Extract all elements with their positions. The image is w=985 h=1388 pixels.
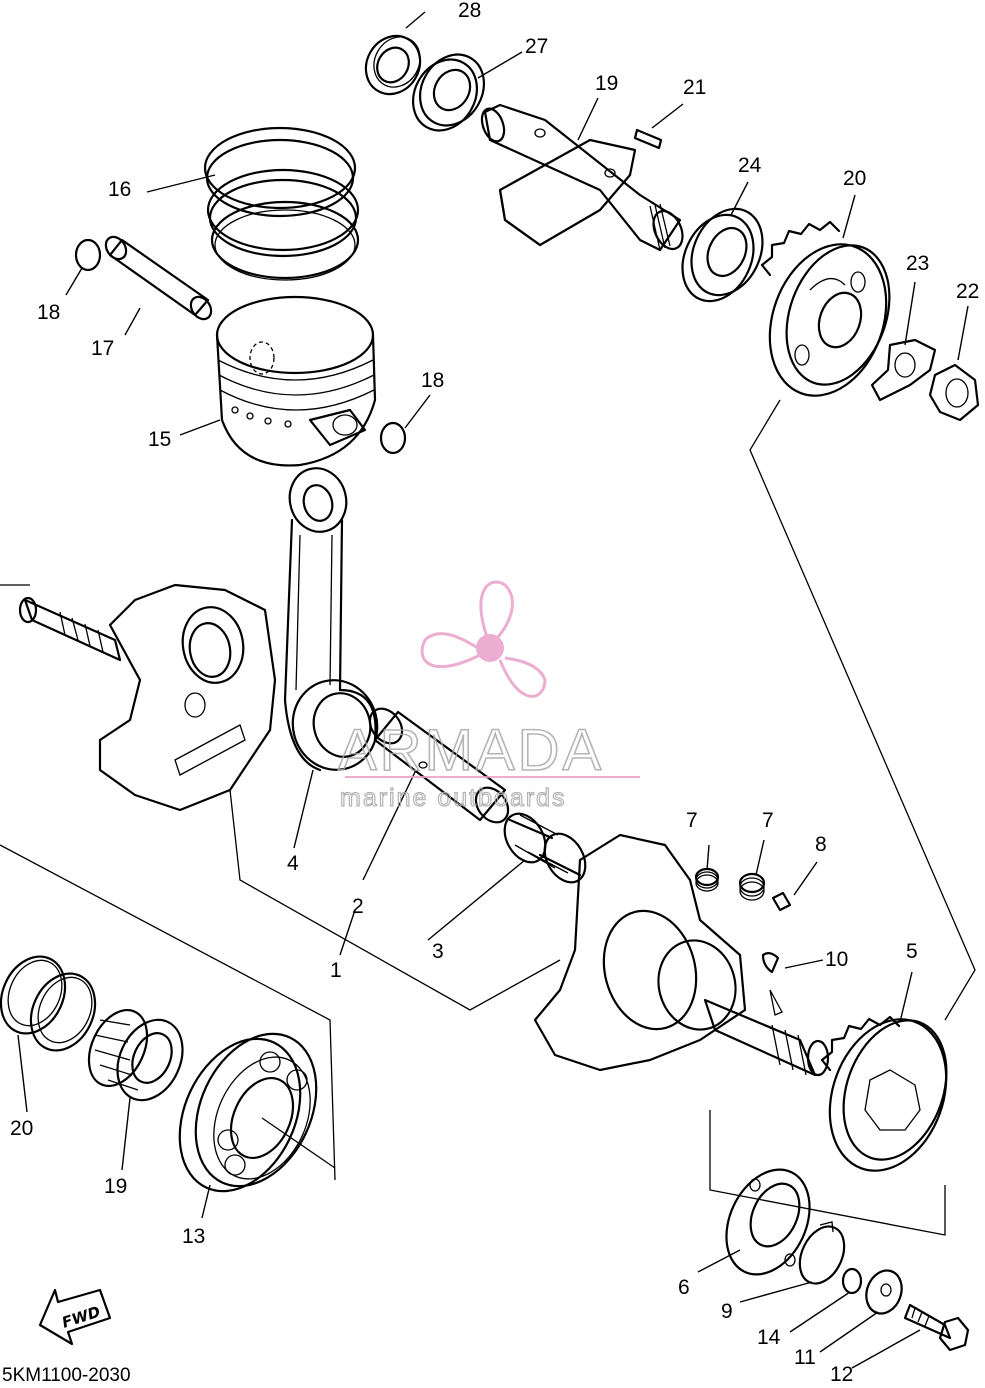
- callout-27: 27: [525, 35, 548, 58]
- part-18-circlip-left: [74, 238, 102, 272]
- part-8-plunger: [771, 891, 792, 912]
- callout-10: 10: [825, 948, 848, 971]
- part-1-crankshaft-left: [18, 583, 277, 812]
- callout-8: 8: [815, 833, 827, 856]
- callout-5: 5: [906, 940, 918, 963]
- callout-9: 9: [721, 1300, 733, 1323]
- part-11-washer: [865, 1269, 903, 1315]
- propeller-logo-icon: [420, 580, 547, 698]
- part-number-labels: 28 27 19 21 24 20 23 22 16 18 17 15 18 4…: [10, 0, 979, 1386]
- callout-11: 11: [794, 1346, 816, 1369]
- part-25-lock-washer: [870, 338, 937, 402]
- diagram-reference-code: 5KM1100-2030: [2, 1365, 131, 1383]
- part-19-spacer: [87, 1009, 184, 1102]
- callout-19: 19: [104, 1175, 127, 1198]
- part-17-piston-pin: [104, 235, 213, 321]
- callout-14: 13: [182, 1225, 205, 1248]
- callout-3: 3: [432, 940, 444, 963]
- part-12-bolt: [903, 1303, 970, 1352]
- part-5-gear: [820, 1015, 948, 1172]
- callout-15: 15: [148, 428, 171, 451]
- callout-25: 23: [906, 252, 929, 275]
- callout-23: 21: [683, 76, 706, 99]
- part-1-crankshaft-right: [533, 833, 830, 1077]
- part-20-shims: [0, 955, 97, 1052]
- leader-lines: [17, 11, 969, 1369]
- part-13-o-ring: [841, 1267, 863, 1295]
- callout-12: 12: [830, 1363, 853, 1383]
- callout-24: 22: [956, 280, 979, 303]
- callout-18-left: 18: [37, 301, 60, 324]
- part-2-crank-pin: [368, 707, 510, 824]
- part-14-bearing: [178, 1032, 336, 1193]
- part-18-circlip-right: [379, 421, 407, 455]
- callout-20: 20: [10, 1117, 33, 1140]
- callout-13: 14: [757, 1326, 781, 1349]
- part-21-balancer-shaft: [480, 103, 684, 252]
- watermark: ARMADA marine outboards: [337, 580, 640, 813]
- callout-4: 4: [287, 852, 299, 875]
- assembly-bracket-lines: [0, 399, 976, 1236]
- part-6-plate: [725, 1168, 811, 1276]
- part-7-spring-b: [738, 872, 766, 901]
- callout-17: 17: [91, 337, 114, 360]
- part-7-spring-a: [694, 867, 720, 892]
- part-26-bearing: [681, 207, 764, 303]
- part-28-oil-seal: [364, 34, 422, 96]
- part-15-piston: [215, 295, 377, 467]
- callout-7-a: 7: [686, 809, 698, 832]
- callout-26: 24: [738, 154, 762, 177]
- part-10-woodruff-key: [761, 951, 780, 974]
- part-24-nut: [928, 363, 980, 422]
- fwd-arrow: FWD: [38, 1288, 112, 1346]
- callout-1: 1: [330, 959, 342, 982]
- callout-16: 16: [108, 178, 131, 201]
- callout-6: 6: [678, 1276, 690, 1299]
- part-22-gear: [760, 220, 891, 397]
- part-23-key: [633, 128, 663, 150]
- callout-21: 19: [595, 72, 618, 95]
- callout-2: 2: [352, 895, 364, 918]
- part-16-piston-rings: [203, 126, 360, 281]
- callout-28: 28: [458, 0, 481, 22]
- callout-22: 20: [843, 167, 866, 190]
- part-4-connecting-rod: [283, 467, 379, 772]
- part-27-bearing: [412, 53, 485, 132]
- callout-7-b: 7: [762, 809, 774, 832]
- callout-18-right: 18: [421, 369, 444, 392]
- watermark-tagline: marine outboards: [340, 784, 567, 812]
- watermark-brand: ARMADA: [338, 718, 604, 783]
